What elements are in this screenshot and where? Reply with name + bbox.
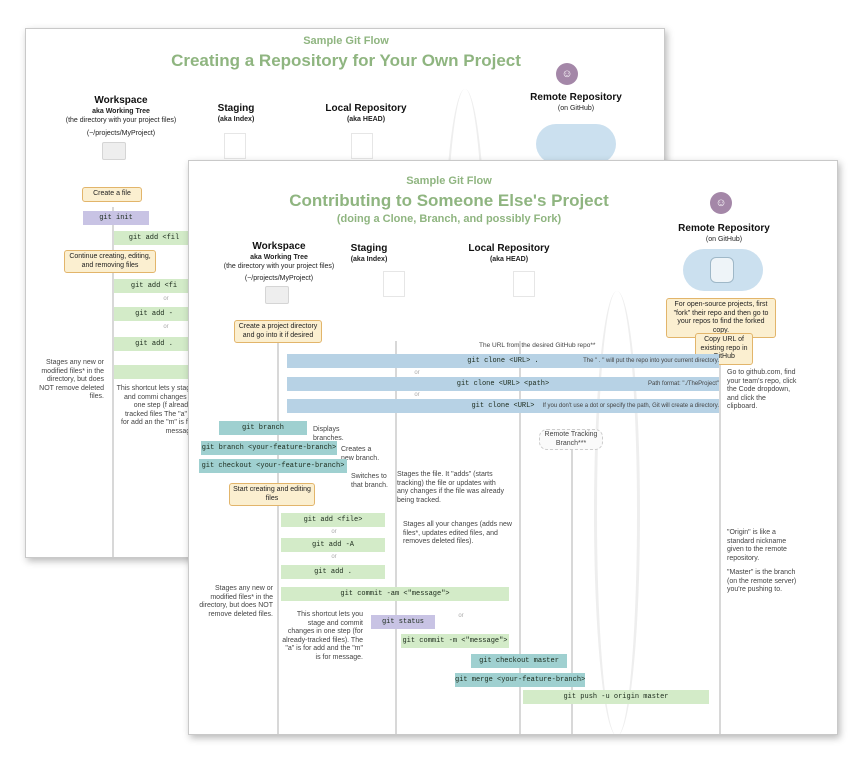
front-remote-title: Remote Repository [678,223,770,234]
stages-file-note: Stages the file. It "adds" (starts track… [397,471,505,504]
front-workspace-aka: aka Working Tree [250,254,308,261]
front-page-subtitle: (doing a Clone, Branch, and possibly For… [336,213,562,225]
database-icon [710,257,734,283]
back-or-separator: or [163,324,169,330]
folder-icon [102,142,126,160]
switches-note: Switches to that branch. [351,473,388,489]
local-repo-icon [513,271,535,297]
back-continue-note: Continue creating, editing, and removing… [64,250,156,273]
back-git-add-fi-command: git add <fi [114,279,194,293]
back-staging-title: Staging [217,103,255,114]
local-repo-icon [351,133,373,159]
front-sample-label: Sample Git Flow [406,175,492,187]
stages-all-note: Stages all your changes (adds new files*… [403,521,512,545]
back-workspace-title: Workspace [94,95,148,106]
front-workspace-desc: (the directory with your project files) [223,263,335,270]
wave-divider [594,291,640,734]
origin-note: "Origin" is like a standard nickname giv… [727,529,787,562]
commit-am-command: git commit -am <"message"> [281,587,509,601]
clone-path-command: git clone <URL> <path> [287,377,719,391]
back-workspace-path: (~/projects/MyProject) [86,130,156,137]
back-git-add-a-command: git add - [114,307,194,321]
front-tracking-lane [571,443,573,734]
front-local-lane [519,341,521,734]
staging-index-icon [224,133,246,159]
octocat-icon: ☺ [710,192,732,214]
front-staging-title: Staging [350,243,388,254]
branch-new-command: git branch <your-feature-branch> [201,441,337,455]
creates-note: Creates a new branch. [341,446,380,462]
front-local-title: Local Repository [468,243,550,254]
git-status-command: git status [371,615,435,629]
git-branch-command: git branch [219,421,307,435]
front-staging-aka: (aka Index) [350,256,388,263]
front-url-note: The URL from the desired GitHub repo** [479,342,596,349]
add-dot-command: git add . [281,565,385,579]
front-page-contributing: Sample Git Flow Contributing to Someone … [188,160,838,735]
front-workspace-title: Workspace [252,241,306,252]
back-local-aka: (aka HEAD) [346,116,386,123]
commit-m-command: git commit -m <"message"> [401,634,509,648]
front-create-dir-note: Create a project directory and go into i… [234,320,322,343]
front-goto-note: Go to github.com, find your team's repo,… [727,369,797,410]
clone-plain-command: git clone <URL> [287,399,719,413]
back-remote-aka: (on GitHub) [557,105,595,112]
displays-note: Displays branches. [313,426,344,442]
back-remote-title: Remote Repository [530,92,622,103]
back-local-title: Local Repository [325,103,407,114]
stages-new-note: Stages any new or modified files* in the… [199,585,273,618]
start-creating-note: Start creating and editing files [229,483,315,506]
clone-path-note: Path format: "./TheProject" [648,381,719,387]
folder-icon [265,286,289,304]
cloud-icon [536,124,616,164]
clone-dot-note: The " . " will put the repo into your cu… [583,358,719,364]
push-command: git push -u origin master [523,690,709,704]
back-workspace-lane [112,207,114,557]
back-shortcut-note: This shortcut lets y stage and commi cha… [116,385,194,435]
back-workspace-desc: (the directory with your project files) [65,117,177,124]
front-remote-aka: (on GitHub) [705,236,743,243]
add-file-command: git add <file> [281,513,385,527]
clone-dot-command: git clone <URL> . [287,354,719,368]
master-note: "Master" is the branch (on the remote se… [727,569,797,593]
back-git-init-command: git init [83,211,149,225]
merge-command: git merge <your-feature-branch> [455,673,585,687]
front-workspace-path: (~/projects/MyProject) [244,275,314,282]
front-fork-note: For open-source projects, first "fork" t… [666,298,776,338]
front-or-separator: or [331,554,337,560]
front-local-aka: (aka HEAD) [489,256,529,263]
back-stages-note: Stages any new or modified files* in the… [39,359,104,400]
back-git-add-dot-command: git add . [114,337,194,351]
checkout-master-command: git checkout master [471,654,567,668]
staging-index-icon [383,271,405,297]
clone-dot-label: git clone <URL> . [467,357,539,365]
front-or-separator: or [414,392,420,398]
octocat-icon: ☺ [556,63,578,85]
checkout-new-command: git checkout <your-feature-branch> [199,459,347,473]
back-page-title: Creating a Repository for Your Own Proje… [171,51,521,70]
clone-path-label: git clone <URL> <path> [456,380,550,388]
front-workspace-lane [277,341,279,734]
clone-plain-label: git clone <URL> [471,402,535,410]
back-workspace-aka: aka Working Tree [92,108,150,115]
back-sample-label: Sample Git Flow [303,35,389,47]
remote-tracking-note: Remote Tracking Branch*** [539,429,603,450]
back-create-file-note: Create a file [82,187,142,202]
front-page-title: Contributing to Someone Else's Project [289,191,609,210]
back-git-add-file-command: git add <fil [114,231,194,245]
add-a-command: git add -A [281,538,385,552]
back-staging-aka: (aka Index) [217,116,255,123]
back-or-separator: or [163,296,169,302]
front-or-separator: or [414,370,420,376]
front-or-separator: or [458,613,464,619]
shortcut-note: This shortcut lets you stage and commit … [282,611,363,661]
clone-plain-note: If you don't use a dot or specify the pa… [542,403,719,409]
front-or-separator: or [331,529,337,535]
back-commit-bar [114,365,194,379]
front-remote-lane [719,331,721,734]
front-staging-lane [395,341,397,734]
